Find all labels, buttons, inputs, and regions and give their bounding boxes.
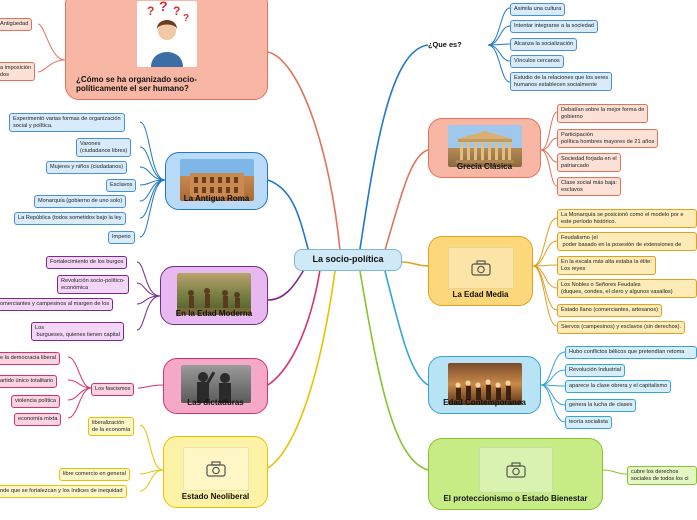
leaf-media-5: Siervos (campesinos) y esclavos (sin der… bbox=[557, 321, 685, 334]
leaf-media-0: La Monarquía se posicionó como el modelo… bbox=[557, 209, 697, 229]
link-dictaduras bbox=[267, 269, 321, 386]
leaf-bienestar-0: cubre los derechos sociales de todos los… bbox=[627, 466, 697, 486]
leaf-antigua-4: Monarquía (gobierno de uno solo) bbox=[34, 195, 127, 208]
central-topic[interactable]: La socio-política bbox=[294, 249, 402, 271]
topic-media-title: La Edad Media bbox=[452, 290, 509, 299]
topic-neoliberal[interactable]: Estado Neoliberal bbox=[163, 436, 268, 508]
leaf-quees-1: Intentar integrarse a la sociedad bbox=[510, 20, 598, 33]
leaf-moderna-0: Fortalecimiento de los burgos bbox=[46, 256, 128, 269]
leaf-contemporanea-0: Hubo conflictos bélicos que pretendían r… bbox=[565, 346, 697, 359]
leaf-media-4: Estado llano (comerciantes, artesanos) bbox=[557, 304, 663, 317]
leaf-antigua-0: Experimentó varias formas de organizació… bbox=[9, 113, 125, 133]
leaf-quees-4: Estudio de la relaciones que los seres h… bbox=[510, 72, 613, 92]
camera-icon bbox=[205, 461, 226, 477]
topic-neoliberal-title: Estado Neoliberal bbox=[181, 492, 250, 501]
greek-temple-image bbox=[447, 125, 522, 167]
leaf-imposicion: a imposición dos bbox=[0, 62, 36, 82]
leaf-neoliberal-1: libre comercio en general bbox=[59, 468, 130, 481]
topic-quees[interactable]: ¿Que es? bbox=[428, 40, 462, 49]
leaf-moderna-1: Revolución socio-político- económica bbox=[57, 275, 129, 295]
svg-text:?: ? bbox=[147, 4, 154, 18]
topic-moderna-title: En la Edad Moderna bbox=[175, 309, 253, 318]
contemporary-painting-image bbox=[447, 363, 522, 405]
topic-moderna[interactable]: En la Edad Moderna bbox=[160, 266, 268, 325]
topic-bienestar[interactable]: El proteccionismo o Estado Bienestar bbox=[428, 438, 603, 510]
leaf-antigua-2: Mujeres y niños (ciudadanos) bbox=[46, 161, 128, 174]
svg-text:?: ? bbox=[173, 4, 180, 18]
dictator-photo-image bbox=[180, 365, 251, 403]
leaf-quees-3: Vínculos cercanos bbox=[510, 55, 564, 68]
leaf-antigua-6: Imperio bbox=[108, 231, 135, 244]
leaf-antiguedad: Antigüedad bbox=[0, 18, 33, 31]
topic-bienestar-title: El proteccionismo o Estado Bienestar bbox=[443, 494, 588, 503]
leaf-antigua-3: Esclavos bbox=[106, 179, 137, 192]
image-placeholder bbox=[447, 247, 514, 289]
camera-icon bbox=[470, 260, 491, 276]
topic-antigua[interactable]: La Antigua Roma bbox=[165, 152, 268, 210]
link-contemporanea bbox=[384, 270, 429, 386]
leaf-grecia-1: Participación política hombres mayores d… bbox=[557, 129, 659, 149]
topic-media[interactable]: La Edad Media bbox=[428, 236, 533, 306]
svg-text:?: ? bbox=[183, 13, 189, 24]
leaf-grecia-3: Clase social más baja: esclavos bbox=[557, 177, 621, 197]
leaf-neoliberal-2: nde que se fortalezcan y los índices de … bbox=[0, 485, 127, 498]
topic-antigua-title: La Antigua Roma bbox=[183, 194, 250, 203]
link-bienestar bbox=[359, 270, 429, 471]
leaf-dictaduras-0: e la democracia liberal bbox=[0, 352, 60, 365]
colosseum-icon bbox=[189, 173, 244, 197]
topic-dictaduras-title: Las dictaduras bbox=[187, 398, 244, 407]
leaf-neoliberal-0: liberalización de la economía bbox=[88, 417, 135, 437]
leaf-moderna-2: omerciantes y campesinos al margen de lo… bbox=[0, 298, 114, 311]
leaf-media-1: Feudalismo (el poder basado en la posesi… bbox=[557, 232, 697, 252]
temple-icon bbox=[455, 131, 514, 163]
link-moderna bbox=[267, 267, 306, 301]
painting-moderna-image bbox=[177, 273, 251, 315]
leaf-quees-2: Alcanza la socialización bbox=[510, 38, 578, 51]
colosseum-image bbox=[179, 159, 254, 201]
thinking-woman-icon: ? ? ? ? bbox=[147, 0, 189, 67]
link-media bbox=[401, 261, 429, 267]
leaf-dictaduras-3: economía mixta bbox=[14, 413, 62, 426]
topic-organizado-title: ¿Cómo se ha organizado socio- políticame… bbox=[76, 75, 197, 93]
crowd-painting-icon bbox=[177, 288, 251, 315]
topic-grecia[interactable]: Grecia Clásica bbox=[428, 118, 541, 178]
leaf-antigua-5: La República (todos sometidos bajo la le… bbox=[14, 212, 126, 225]
camera-icon bbox=[505, 462, 526, 478]
topic-organizado[interactable]: ? ? ? ? ¿Cómo se ha organizado socio- po… bbox=[65, 0, 268, 100]
topic-dictaduras[interactable]: Las dictaduras bbox=[163, 358, 268, 414]
link-neoliberal bbox=[267, 270, 336, 469]
link-quees bbox=[359, 44, 429, 250]
leaf-grecia-0: Debatían sobre la mejor forma de gobiern… bbox=[557, 104, 649, 124]
leaf-contemporanea-1: Revolución Industrial bbox=[565, 364, 625, 377]
leaf-moderna-3: Los burgueses, quienes tienen capital bbox=[31, 322, 124, 342]
leaf-antigua-1: Varones (ciudadanos libres) bbox=[76, 138, 132, 158]
leaf-media-3: Los Nobles o Señores Feudales (duques, c… bbox=[557, 279, 697, 299]
topic-grecia-title: Grecia Clásica bbox=[456, 162, 513, 171]
topic-contemporanea-title: Edad Contemporánea bbox=[443, 398, 526, 407]
leaf-dictaduras-2: violencia política bbox=[11, 395, 61, 408]
leaf-dictaduras-1: artido único totalitario bbox=[0, 375, 58, 388]
topic-contemporanea[interactable]: Edad Contemporánea bbox=[428, 356, 541, 414]
svg-text:?: ? bbox=[159, 1, 168, 14]
leaf-grecia-2: Sociedad forjada en el patriarcado bbox=[557, 153, 621, 173]
assembly-painting-icon bbox=[455, 379, 511, 400]
image-placeholder bbox=[478, 447, 553, 493]
image-placeholder bbox=[182, 447, 249, 491]
bw-photo-icon bbox=[196, 371, 231, 403]
link-organizado bbox=[267, 51, 341, 251]
leaf-media-2: En la escala más alta estaba la élite: L… bbox=[557, 256, 656, 276]
leaf-contemporanea-4: teoría socialista bbox=[565, 416, 612, 429]
hub-fascismos: Los fascismos bbox=[91, 383, 135, 396]
person-question-image: ? ? ? ? bbox=[136, 0, 197, 67]
leaf-contemporanea-2: aparece la clase obrera y el capitalismo bbox=[565, 380, 672, 393]
leaf-contemporanea-3: genera la lucha de clases bbox=[565, 399, 637, 412]
leaf-quees-0: Asimila una cultura bbox=[510, 3, 566, 16]
link-antigua bbox=[267, 179, 311, 257]
link-grecia bbox=[384, 149, 429, 251]
